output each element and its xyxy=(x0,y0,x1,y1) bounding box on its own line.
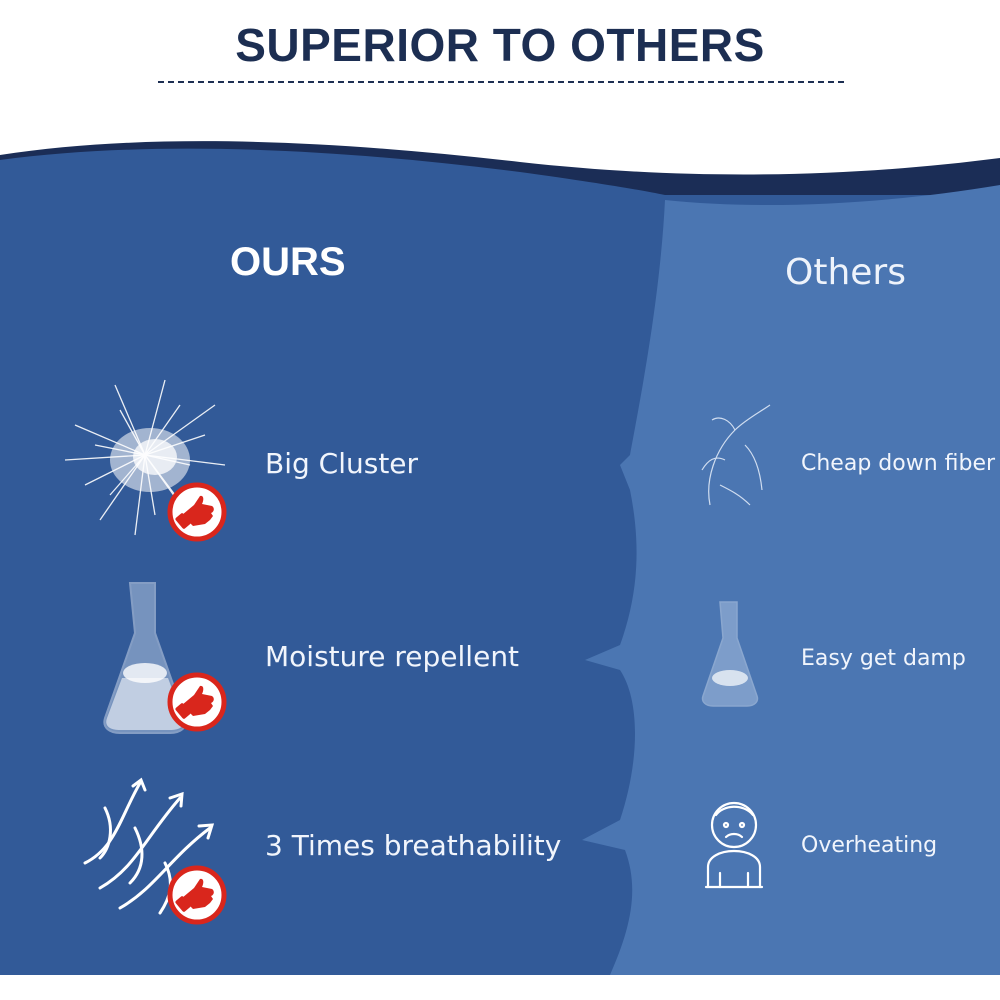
ours-item-moisture-repellent: Moisture repellent xyxy=(265,640,520,673)
others-item-overheating: Overheating xyxy=(801,833,938,858)
ours-item-breathability: 3 Times breathability xyxy=(265,829,562,862)
thumbs-up-badge-icon xyxy=(167,482,227,542)
title-divider xyxy=(158,81,844,83)
thumbs-up-badge-icon xyxy=(167,672,227,732)
others-item-easy-get-damp: Easy get damp xyxy=(801,646,966,671)
sweating-person-icon xyxy=(704,801,764,889)
down-cluster-icon xyxy=(64,379,226,536)
small-flask-icon xyxy=(701,601,759,707)
flask-icon xyxy=(103,582,187,734)
ours-heading: OURS xyxy=(230,240,346,284)
page-title: SUPERIOR TO OTHERS xyxy=(235,19,765,71)
others-heading: Others xyxy=(785,252,906,293)
thin-fiber-icon xyxy=(701,404,771,506)
others-item-cheap-down-fiber: Cheap down fiber xyxy=(801,451,996,476)
airflow-arrows-icon xyxy=(83,777,215,915)
ours-item-big-cluster: Big Cluster xyxy=(265,447,419,480)
thumbs-up-badge-icon xyxy=(167,865,227,925)
